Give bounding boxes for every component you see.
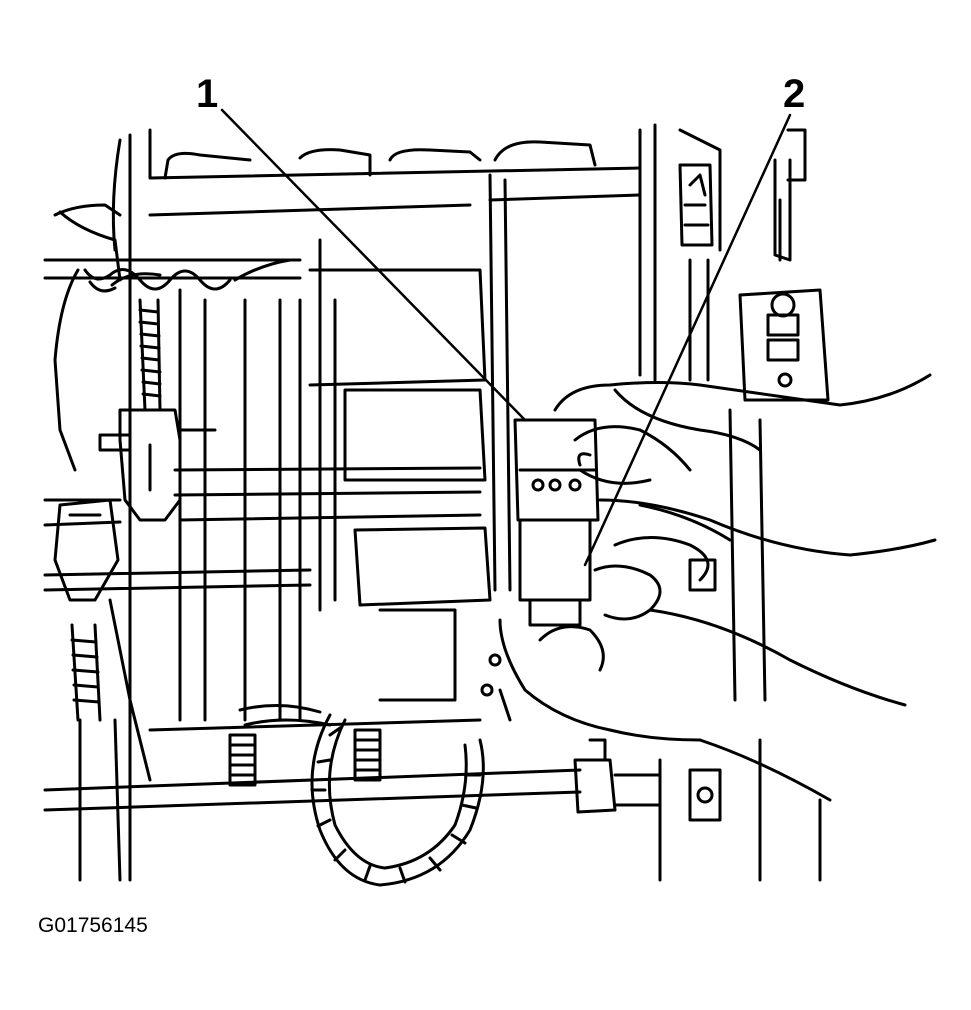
bottom-springs xyxy=(228,728,382,787)
right-bracket xyxy=(678,128,830,402)
leader-line-1 xyxy=(220,108,527,422)
left-clip-bracket xyxy=(43,408,312,602)
right-vertical-tubes xyxy=(688,198,782,702)
bottom-frame xyxy=(43,653,822,882)
left-wire-harness xyxy=(43,138,302,472)
lower-wire-loop xyxy=(238,704,485,887)
upper-hand xyxy=(553,373,937,557)
leader-line-2 xyxy=(583,113,792,567)
figure-id-label: G01756145 xyxy=(38,914,148,937)
relay-connector xyxy=(513,418,600,627)
left-lower-tube xyxy=(70,598,152,882)
callout-label-1: 1 xyxy=(196,72,219,116)
central-housing xyxy=(173,173,512,722)
leader-lines xyxy=(220,108,792,567)
callout-label-2: 2 xyxy=(783,72,806,116)
lower-hand xyxy=(498,503,907,802)
